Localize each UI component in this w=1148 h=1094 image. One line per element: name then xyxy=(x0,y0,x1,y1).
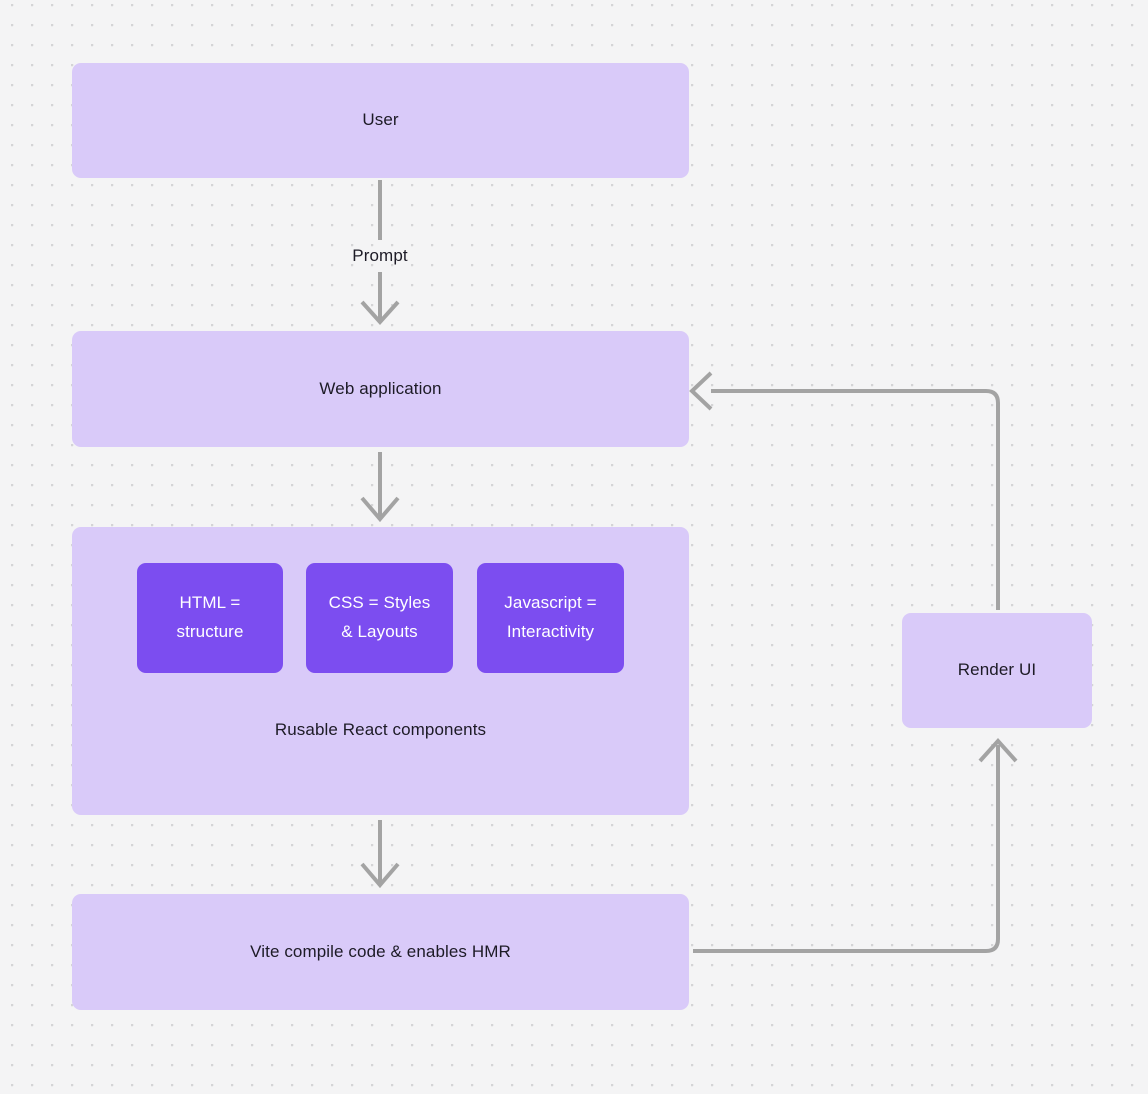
chip-html-line1: HTML = xyxy=(179,593,241,613)
node-render-ui-label: Render UI xyxy=(957,660,1037,680)
node-user[interactable]: User xyxy=(72,63,689,178)
chip-css[interactable]: CSS = Styles & Layouts xyxy=(306,563,453,673)
edge-label-prompt: Prompt xyxy=(352,246,408,265)
node-render-ui[interactable]: Render UI xyxy=(902,613,1092,728)
node-web-application-label: Web application xyxy=(319,378,442,398)
arrowhead-down-icon xyxy=(360,496,400,523)
edge-web-application-to-react-group xyxy=(360,452,400,523)
node-vite-label: Vite compile code & enables HMR xyxy=(250,941,511,961)
chip-css-line2: & Layouts xyxy=(341,622,418,641)
chip-html-line2: structure xyxy=(176,622,244,641)
arrowhead-left-icon xyxy=(689,371,713,411)
edge-segment xyxy=(693,745,1000,953)
edge-render-ui-to-web-application xyxy=(689,371,1000,610)
chip-javascript-line2: Interactivity xyxy=(506,622,595,641)
edge-segment xyxy=(711,389,1000,610)
chip-html[interactable]: HTML = structure xyxy=(137,563,283,673)
arrowhead-up-icon xyxy=(978,738,1018,763)
node-web-application[interactable]: Web application xyxy=(72,331,689,447)
chip-css-line1: CSS = Styles xyxy=(328,593,431,613)
edge-vite-to-render-ui xyxy=(693,738,1018,953)
edge-react-group-to-vite xyxy=(360,820,400,889)
chip-html-label: HTML = structure xyxy=(176,589,243,646)
chip-javascript-label: Javascript = Interactivity xyxy=(504,589,596,646)
node-vite[interactable]: Vite compile code & enables HMR xyxy=(72,894,689,1010)
arrowhead-down-icon xyxy=(360,300,400,325)
node-user-label: User xyxy=(362,110,399,130)
arrowhead-down-icon xyxy=(360,862,400,889)
node-react-components-caption: Rusable React components xyxy=(274,720,487,739)
chip-css-label: CSS = Styles & Layouts xyxy=(329,589,431,646)
node-react-components-group[interactable]: HTML = structure CSS = Styles & Layouts Ja… xyxy=(72,527,689,815)
chip-javascript[interactable]: Javascript = Interactivity xyxy=(477,563,624,673)
chip-javascript-line1: Javascript = xyxy=(504,593,597,613)
